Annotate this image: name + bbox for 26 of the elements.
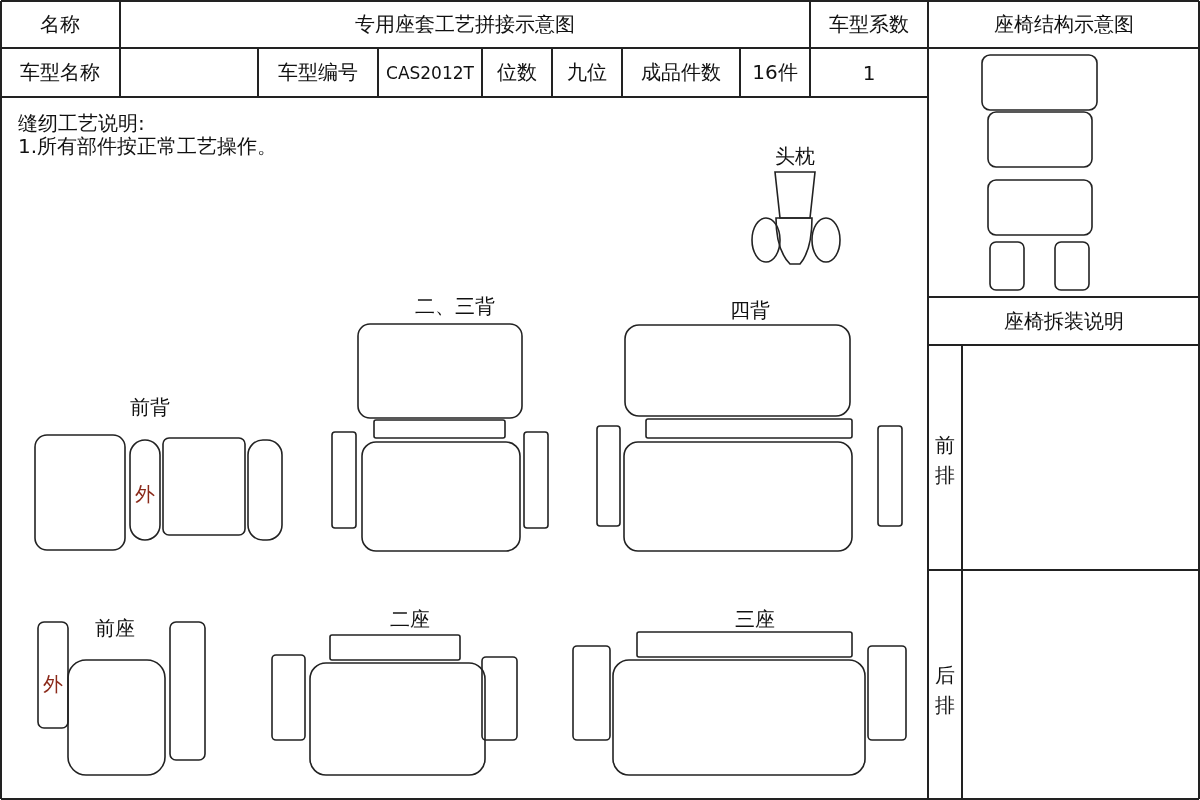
field-label: 成品件数 bbox=[641, 59, 721, 86]
field-label: 位数 bbox=[497, 59, 537, 86]
field-value: 16件 bbox=[752, 59, 798, 86]
header-text: 名称 bbox=[40, 10, 80, 38]
section-heading: 二、三背 bbox=[415, 292, 495, 320]
title: 专用座套工艺拼接示意图 bbox=[355, 10, 575, 38]
piece-marker: 外 bbox=[43, 670, 63, 698]
field-label: 车型名称 bbox=[20, 59, 100, 86]
piece-marker: 外 bbox=[135, 480, 155, 508]
field-value: 1 bbox=[862, 60, 876, 85]
row-label: 后排 bbox=[935, 662, 955, 719]
section-heading: 座椅拆装说明 bbox=[1004, 307, 1124, 335]
header-text: 座椅结构示意图 bbox=[994, 10, 1134, 38]
section-heading: 四背 bbox=[730, 296, 770, 324]
note-heading: 缝纫工艺说明: bbox=[18, 109, 145, 136]
header-text: 车型系数 bbox=[829, 10, 909, 38]
section-heading: 前背 bbox=[130, 393, 170, 421]
field-label: 车型编号 bbox=[278, 59, 358, 86]
section-heading: 头枕 bbox=[775, 142, 815, 170]
row-label: 前排 bbox=[935, 432, 955, 489]
note-text: 1.所有部件按正常工艺操作。 bbox=[18, 133, 278, 160]
section-heading: 前座 bbox=[95, 614, 135, 642]
section-heading: 三座 bbox=[735, 605, 775, 633]
section-heading: 二座 bbox=[390, 605, 430, 633]
field-value: CAS2012T bbox=[386, 62, 474, 83]
field-value: 九位 bbox=[567, 59, 607, 86]
